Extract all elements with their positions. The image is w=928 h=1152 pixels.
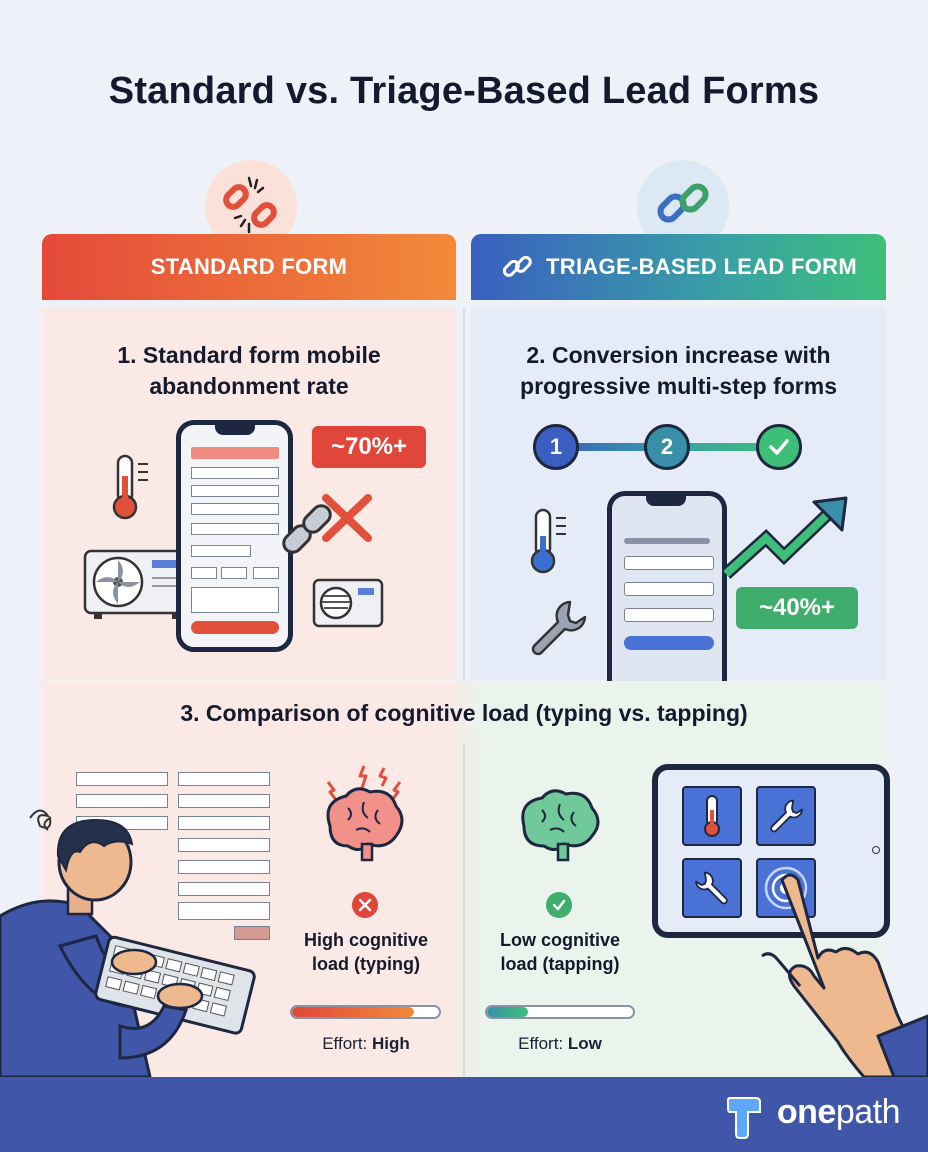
x-icon: [352, 892, 378, 918]
standard-form-header-label: STANDARD FORM: [150, 254, 348, 279]
thermometer-icon: [704, 795, 720, 837]
step-2: 2: [644, 424, 690, 470]
abandonment-rate-badge: ~70%+: [312, 426, 426, 468]
footer-bar: [0, 1077, 928, 1152]
hand-icon: [761, 873, 928, 1077]
panel-divider-bottom: [463, 745, 465, 1077]
low-cognitive-label: Low cognitive load (tapping): [499, 930, 620, 974]
brain-icon: [326, 765, 404, 862]
wrench-tile-2[interactable]: [682, 858, 742, 918]
step-1: 1: [533, 424, 579, 470]
low-effort-bar: [485, 1005, 635, 1019]
wrench-tile[interactable]: [756, 786, 816, 846]
high-cognitive-label: High cognitive load (typing): [303, 930, 428, 974]
form-fields-illustration: [68, 770, 278, 940]
step-3-complete: [756, 424, 802, 470]
low-effort-fill: [487, 1007, 528, 1017]
triage-panel-title: 2. Conversion increase with progressive …: [520, 342, 837, 399]
panel-divider: [463, 308, 465, 680]
thermometer-tile[interactable]: [682, 786, 742, 846]
comparison-title: 3. Comparison of cognitive load (typing …: [180, 700, 748, 726]
wrench-icon: [770, 799, 803, 833]
broken-link-icon: [223, 176, 277, 234]
wrench-icon: [695, 871, 728, 905]
ac-unit-icon: [312, 578, 384, 628]
check-icon: [546, 892, 572, 918]
standard-panel-title: 1. Standard form mobile abandonment rate: [117, 342, 381, 399]
high-effort-fill: [292, 1007, 414, 1017]
thermometer-icon: [530, 508, 566, 574]
standard-form-header: STANDARD FORM: [42, 234, 456, 300]
thermometer-icon: [112, 454, 148, 520]
link-icon: [657, 183, 709, 223]
tablet-icon: [652, 764, 890, 938]
logo-icon: [727, 1097, 761, 1139]
triage-form-header-label: TRIAGE-BASED LEAD FORM: [546, 254, 857, 279]
broken-link-icon: [282, 494, 372, 554]
low-effort-label: Effort: Low: [518, 1034, 602, 1053]
high-effort-bar: [290, 1005, 441, 1019]
brain-icon: [521, 789, 600, 862]
person-icon: [0, 809, 256, 1077]
link-icon: [502, 255, 532, 277]
wrench-icon: [531, 600, 587, 656]
brand-wordmark: onepath: [776, 1093, 901, 1131]
trend-arrow-icon: [722, 496, 848, 579]
triage-form-header: TRIAGE-BASED LEAD FORM: [471, 234, 886, 300]
page-title: Standard vs. Triage-Based Lead Forms: [108, 70, 820, 112]
conversion-increase-badge: ~40%+: [736, 587, 858, 629]
check-icon: [769, 439, 789, 455]
high-effort-label: Effort: High: [322, 1034, 410, 1053]
phone-icon: [607, 491, 727, 681]
